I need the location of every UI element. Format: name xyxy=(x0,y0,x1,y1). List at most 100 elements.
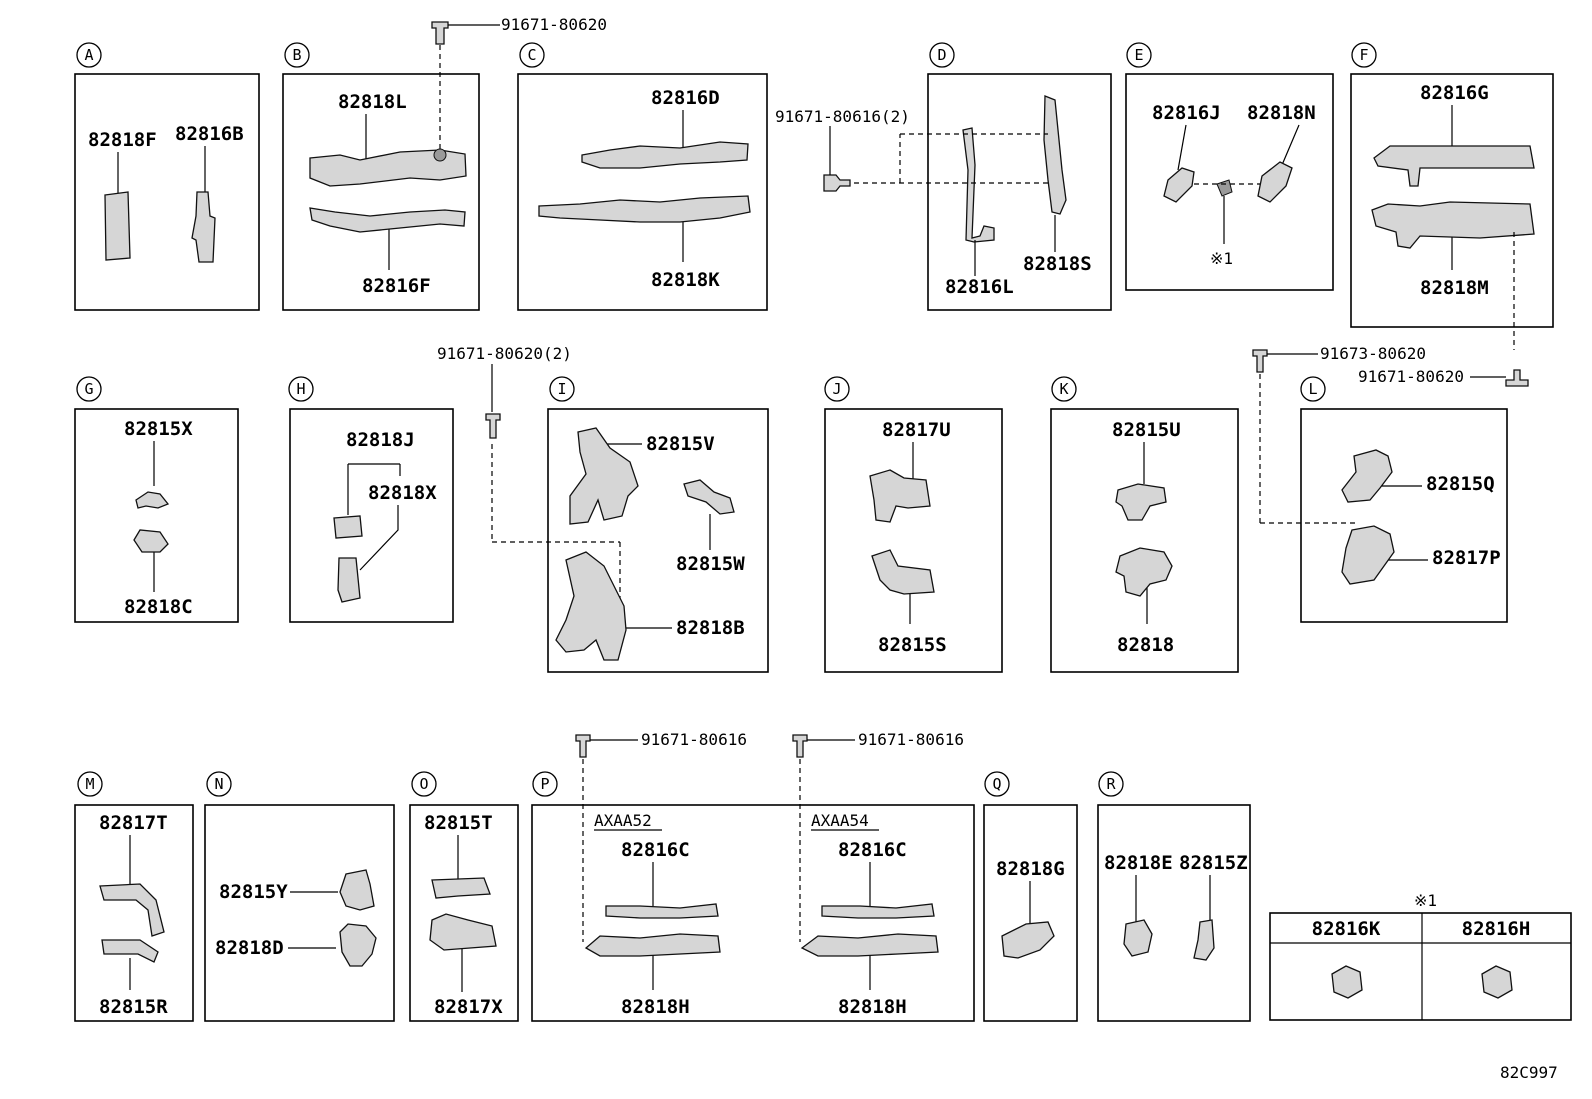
part-label[interactable]: 82816C xyxy=(838,839,907,861)
part-label[interactable]: 82815U xyxy=(1112,419,1181,441)
part-label[interactable]: 82815Z xyxy=(1179,852,1248,874)
group-c-box xyxy=(517,73,768,311)
part-82815S-shape xyxy=(871,549,935,595)
part-82816B-shape xyxy=(191,191,216,263)
part-82815Y-shape xyxy=(339,869,375,911)
part-82816C-shape xyxy=(821,903,935,919)
group-m-box xyxy=(74,804,194,1022)
note-table-col-2[interactable]: 82816H xyxy=(1462,918,1531,940)
group-j-letter: J xyxy=(832,380,841,398)
group-e: E 82816J 82818N ※1 xyxy=(1125,42,1334,291)
part-82818E-shape xyxy=(1123,919,1153,957)
part-label[interactable]: 82817P xyxy=(1432,547,1501,569)
part-label[interactable]: 82818F xyxy=(88,129,157,151)
part-label[interactable]: 82818M xyxy=(1420,277,1489,299)
part-label[interactable]: 82816B xyxy=(175,123,244,145)
part-label[interactable]: 82817T xyxy=(99,812,168,834)
group-p-box xyxy=(531,804,975,1022)
part-label[interactable]: 82818L xyxy=(338,91,407,113)
part-82817U-shape xyxy=(869,469,931,523)
part-label[interactable]: 82816L xyxy=(945,276,1014,298)
group-o-box xyxy=(409,804,519,1022)
group-o-marker xyxy=(411,771,437,797)
part-82818-shape xyxy=(1115,547,1173,597)
part-label[interactable]: 82815W xyxy=(676,553,745,575)
part-label[interactable]: 82815T xyxy=(424,812,493,834)
part-label[interactable]: 82816C xyxy=(621,839,690,861)
bolt-callout[interactable]: 91671-80620(2) xyxy=(437,344,572,363)
group-j-box xyxy=(824,408,1003,673)
part-82817X-shape xyxy=(429,913,497,951)
part-label[interactable]: 82818 xyxy=(1117,634,1174,656)
part-label[interactable]: 82816J xyxy=(1152,102,1221,124)
group-r-marker xyxy=(1098,771,1124,797)
part-82816H-shape xyxy=(1481,965,1513,999)
group-b-box xyxy=(282,73,480,311)
part-label[interactable]: 82818H xyxy=(621,996,690,1018)
group-p: P 91671-80616 91671-80616 AXAA52 AXAA54 … xyxy=(531,730,975,1022)
part-82816D-shape xyxy=(581,141,749,169)
note-table-mark: ※1 xyxy=(1414,891,1437,910)
group-m: M 82817T 82815R xyxy=(74,771,194,1022)
part-label[interactable]: 82818S xyxy=(1023,253,1092,275)
part-82818D-shape xyxy=(339,923,377,967)
part-label[interactable]: 82818N xyxy=(1247,102,1316,124)
part-label[interactable]: 82818B xyxy=(676,617,745,639)
part-label[interactable]: 82815R xyxy=(99,996,168,1018)
bolt-callout[interactable]: 91671-80620 xyxy=(501,15,607,34)
group-r-box xyxy=(1097,804,1251,1022)
variant-label-left: AXAA52 xyxy=(594,811,652,830)
part-label[interactable]: 82817X xyxy=(434,996,503,1018)
group-r: R 82818E 82815Z xyxy=(1097,771,1251,1022)
part-label[interactable]: 82817U xyxy=(882,419,951,441)
group-f-marker xyxy=(1351,42,1377,68)
part-82818X-shape xyxy=(337,557,361,603)
bolt-callout[interactable]: 91671-80616 xyxy=(858,730,964,749)
part-label[interactable]: 82815S xyxy=(878,634,947,656)
note-table-box xyxy=(1269,912,1572,1021)
part-82817T-shape xyxy=(99,883,165,937)
part-label[interactable]: 82818J xyxy=(346,429,415,451)
bolt-callout[interactable]: 91671-80620 xyxy=(1358,367,1464,386)
part-82818J-shape xyxy=(333,515,363,539)
bolt-callout[interactable]: 91671-80616 xyxy=(641,730,747,749)
group-h: H 82818J 82818X xyxy=(288,376,454,623)
group-n-marker xyxy=(206,771,232,797)
part-82818F-shape xyxy=(104,191,131,261)
part-label[interactable]: 82818G xyxy=(996,858,1065,880)
part-82815X-shape xyxy=(135,491,170,509)
group-d-letter: D xyxy=(937,46,946,64)
group-j-marker xyxy=(824,376,850,402)
group-e-box xyxy=(1125,73,1334,291)
group-e-letter: E xyxy=(1134,46,1143,64)
note-table-col-1[interactable]: 82816K xyxy=(1312,918,1381,940)
part-label[interactable]: 82818E xyxy=(1104,852,1173,874)
part-label[interactable]: 82818C xyxy=(124,596,193,618)
variant-label-right: AXAA54 xyxy=(811,811,869,830)
part-label[interactable]: 82816F xyxy=(362,275,431,297)
part-label[interactable]: 82816D xyxy=(651,87,720,109)
part-label[interactable]: 82815Y xyxy=(219,881,288,903)
part-label[interactable]: 82815X xyxy=(124,418,193,440)
part-label[interactable]: 82818H xyxy=(838,996,907,1018)
part-label[interactable]: 82816G xyxy=(1420,82,1489,104)
part-82815V-shape xyxy=(569,427,639,525)
part-82816F-shape xyxy=(309,207,466,233)
bolt-icon xyxy=(823,174,851,192)
group-l-marker xyxy=(1300,376,1326,402)
part-label[interactable]: 82818X xyxy=(368,482,437,504)
part-label[interactable]: 82815V xyxy=(646,433,715,455)
part-label[interactable]: 82818K xyxy=(651,269,720,291)
group-f-letter: F xyxy=(1359,46,1368,64)
bolt-callout[interactable]: 91673-80620 xyxy=(1320,344,1426,363)
group-j: J 82817U 82815S xyxy=(824,376,1003,673)
group-n-box xyxy=(204,804,395,1022)
part-label[interactable]: 82818D xyxy=(215,937,284,959)
group-d-marker xyxy=(929,42,955,68)
bolt-callout[interactable]: 91671-80616(2) xyxy=(775,107,910,126)
part-label[interactable]: 82815Q xyxy=(1426,473,1495,495)
group-i-marker xyxy=(549,376,575,402)
part-82816J-shape xyxy=(1163,167,1195,203)
group-k-box xyxy=(1050,408,1239,673)
